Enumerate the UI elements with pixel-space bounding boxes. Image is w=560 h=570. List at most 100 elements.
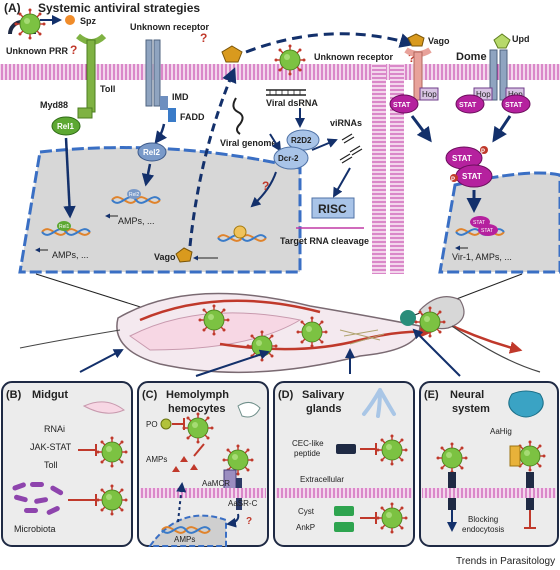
phospho-label-2: P	[451, 177, 455, 183]
arrow-virnas-risc	[333, 167, 351, 198]
virus-icon-d1	[375, 433, 409, 467]
stat-label-4: STAT	[452, 154, 472, 163]
virnas-label: viRNAs	[330, 118, 362, 128]
panel-e-title-line1: Neural	[450, 389, 484, 401]
vago-tf-icon	[233, 225, 247, 239]
dome-label: Dome	[456, 51, 487, 63]
amps-triangles-icon	[172, 456, 198, 472]
vir1-label: Vir-1, AMPs, ...	[452, 252, 512, 262]
cec-label-line2: peptide	[294, 449, 321, 458]
viral-genome-icon	[232, 97, 244, 135]
inhibit-line-c2	[193, 443, 205, 457]
dsrna-icon	[266, 89, 306, 96]
virus-icon	[13, 7, 47, 41]
viral-dsrna-label: Viral dsRNA	[266, 98, 318, 108]
midgut-item-jak-stat: JAK-STAT	[30, 442, 72, 452]
panel-e-letter: (E)	[424, 389, 439, 401]
extracellular-label: Extracellular	[300, 475, 344, 484]
arrow-amps-secretion	[176, 482, 187, 523]
hop-icon-1	[419, 87, 439, 101]
imd-icon	[160, 96, 168, 110]
ankp-label: AnkP	[296, 523, 315, 532]
stat-icon-2	[455, 94, 485, 114]
panel-b-card	[1, 381, 133, 547]
callout-arrow-b	[79, 349, 124, 373]
vago-bound-icon	[407, 33, 425, 47]
arrow-rel2-nucleus	[141, 163, 155, 187]
stat-icon-3	[501, 94, 531, 114]
virus-icon-c1	[181, 411, 215, 445]
virus-icon-body	[295, 315, 329, 349]
rel1-small-label: Rel1	[59, 224, 70, 230]
arrow-imd-rel2	[154, 123, 167, 145]
po-icon	[160, 418, 172, 430]
rel2-icon	[137, 142, 167, 162]
arrow-stat-dimer-2	[492, 115, 512, 143]
cell-membrane-vertical-right	[390, 64, 404, 274]
virus-icon-b1	[95, 435, 129, 469]
cell-membrane-vertical-left	[372, 64, 386, 274]
viral-genome-label: Viral genome	[220, 138, 276, 148]
virus-icon-d2	[375, 501, 409, 535]
brain-icon	[400, 310, 416, 326]
r2d2-label: R2D2	[291, 136, 312, 145]
panel-c-letter: (C)	[142, 389, 158, 401]
panel-d-letter: (D)	[278, 389, 294, 401]
upd-icon	[493, 33, 511, 49]
dcr2-label: Dcr-2	[278, 154, 299, 163]
hemocyte-cell-icon	[237, 402, 261, 418]
plasma-membrane	[0, 64, 560, 80]
stat-small-label-1: STAT	[473, 220, 485, 226]
rel2-label: Rel2	[143, 148, 160, 157]
fadd-label: FADD	[180, 112, 205, 122]
virus-icon-e1	[435, 441, 469, 475]
aahig-label: AaHig	[490, 427, 512, 436]
panel-e: (E) Neural system AaHig Blocking endocyt…	[419, 381, 559, 547]
risc-icon	[311, 197, 355, 219]
target-rna-label: Target RNA cleavage	[280, 236, 369, 246]
aamcr-label: AaMCR	[202, 479, 230, 488]
panel-d: (D) Salivary glands CEC-like peptide Ext…	[273, 381, 415, 547]
rel1-icon	[51, 116, 81, 136]
dcr2-icon	[273, 146, 309, 170]
panel-c: (C) Hemolymph hemocytes PO AMPs AaMCR Aa…	[137, 381, 269, 547]
callout-arrow-e	[412, 328, 461, 377]
salivary-membrane	[276, 488, 412, 498]
panel-c-title-line2: hemocytes	[168, 403, 225, 415]
proboscis-icon	[451, 325, 541, 373]
callout-line-left	[35, 273, 151, 311]
rel1-label: Rel1	[57, 122, 74, 131]
unknown-receptor-label-2: Unknown receptor	[314, 52, 394, 62]
imd-label: IMD	[172, 92, 189, 102]
po-label: PO	[146, 420, 158, 429]
vago-label-top: Vago	[428, 36, 450, 46]
qmark-receptor-1: ?	[200, 31, 207, 45]
brain-organ-icon	[508, 390, 544, 418]
hop-label-2: Hop	[476, 90, 491, 99]
arrow-vago-secretion	[188, 67, 237, 247]
blocking-label-line2: endocytosis	[462, 525, 504, 534]
arrow-dcr2-vago	[250, 171, 277, 208]
stat-small-icon-2	[478, 224, 498, 236]
panel-b-letter: (B)	[6, 389, 22, 401]
vago-secreted-icon	[221, 45, 243, 63]
arrow-vago-receptor	[245, 32, 415, 54]
amps-label-c: AMPs	[146, 455, 167, 464]
vago-receptor-stalk	[413, 51, 423, 101]
rel2-small-icon	[127, 189, 141, 199]
dome-receptor-icon	[489, 49, 498, 101]
salivary-organ-icon	[362, 388, 396, 418]
mosquito-midgut-icon	[129, 312, 302, 351]
panel-a: (A) Systemic antiviral strategies Unknow…	[0, 1, 560, 274]
stat-label-2: STAT	[459, 102, 477, 109]
spz-label: Spz	[80, 16, 97, 26]
panel-d-title-line2: glands	[306, 403, 341, 415]
arrow-dcr2-virnas	[311, 138, 338, 151]
rel2-small-label: Rel2	[129, 192, 140, 198]
upd-label: Upd	[512, 34, 530, 44]
phospho-icon-2	[450, 174, 458, 182]
unknown-receptor-label-1: Unknown receptor	[130, 22, 210, 32]
toll-label: Toll	[100, 84, 115, 94]
aahig-icon	[509, 445, 521, 467]
